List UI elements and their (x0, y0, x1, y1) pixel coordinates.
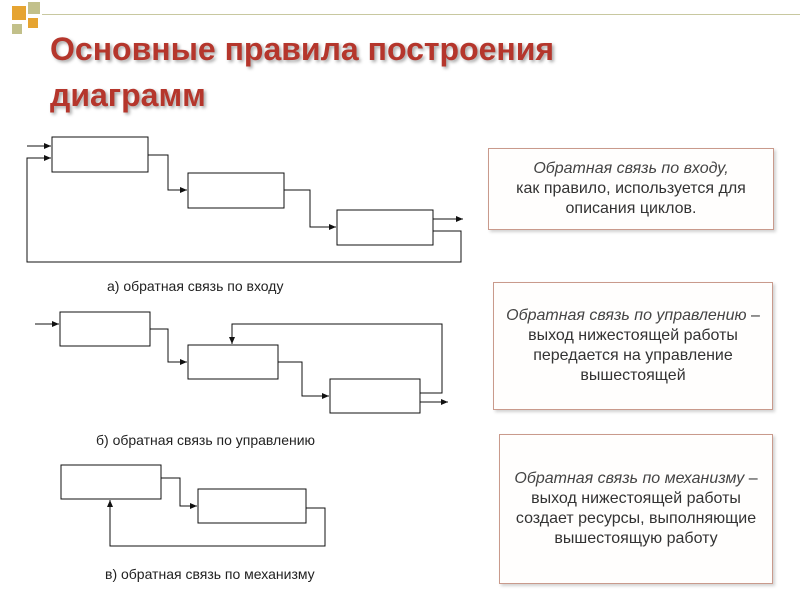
note-input-term: Обратная связь по входу, (533, 160, 729, 177)
decor-square-orange-small (28, 18, 38, 28)
note-input-feedback: Обратная связь по входу, как правило, ис… (488, 148, 774, 230)
feedback-loop-a (26, 155, 462, 263)
page-title: Основные правила построения диаграмм (50, 26, 770, 118)
block-a3 (336, 209, 434, 246)
block-b2 (187, 344, 279, 380)
caption-mechanism-feedback: в) обратная связь по механизму (105, 566, 315, 582)
feedback-loop-b (229, 323, 443, 394)
note-mechanism-term: Обратная связь по механизму (514, 470, 745, 487)
caption-input-feedback: а) обратная связь по входу (107, 278, 284, 294)
link-b1-b2 (150, 328, 187, 365)
decor-square-olive-small (12, 24, 22, 34)
diagram-mechanism-feedback (60, 464, 326, 547)
feedback-loop-c (107, 500, 326, 547)
caption-control-feedback: б) обратная связь по управлению (96, 432, 316, 448)
block-c2 (197, 488, 307, 524)
note-mechanism-text: – выход нижестоящей работы создает ресур… (515, 470, 758, 547)
block-a1 (51, 136, 149, 173)
block-b1 (59, 311, 151, 347)
decor-square-orange (12, 6, 26, 20)
note-mechanism-feedback: Обратная связь по механизму – выход ниже… (499, 434, 773, 584)
note-input-text: как правило, используется для описания ц… (516, 180, 746, 217)
note-control-feedback: Обратная связь по управлению – выход ниж… (493, 282, 773, 410)
link-a1-a2 (148, 154, 187, 193)
link-c1-c2 (161, 477, 197, 509)
block-c1 (60, 464, 162, 500)
decor-rule (42, 14, 800, 15)
diagram-control-feedback (35, 311, 448, 414)
title-line-1: Основные правила построения (50, 31, 555, 67)
block-b3 (329, 378, 421, 414)
note-control-term: Обратная связь по управлению (506, 307, 747, 324)
decor-square-olive (28, 2, 40, 14)
block-a2 (187, 172, 285, 209)
diagram-input-feedback (26, 136, 463, 263)
title-line-2: диаграмм (50, 77, 206, 113)
note-control-text: – выход нижестоящей работы передается на… (528, 307, 760, 384)
link-b2-b3 (278, 361, 329, 399)
link-a2-a3 (284, 189, 336, 230)
